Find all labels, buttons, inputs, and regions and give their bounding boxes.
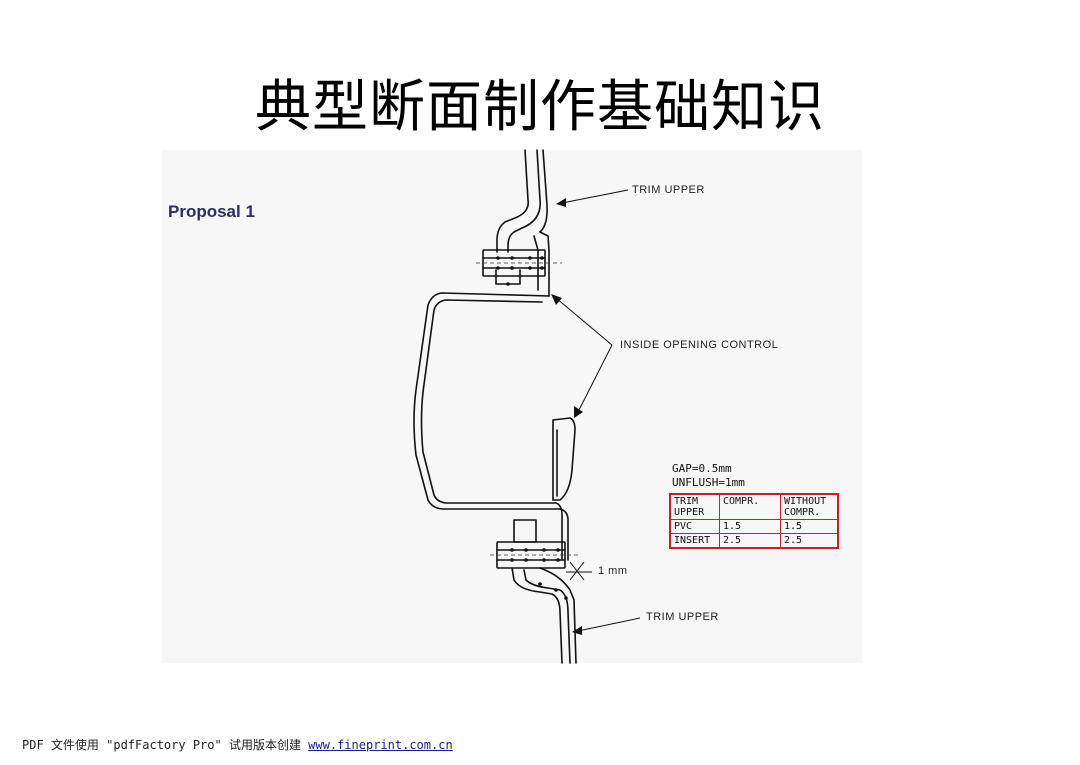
panel-inner [420,299,557,504]
page-title: 典型断面制作基础知识 [255,75,825,140]
footer-text: PDF 文件使用 "pdfFactory Pro" 试用版本创建 [22,738,309,752]
lower-flange-inner [555,502,563,561]
proposal-label: Proposal 1 [168,202,255,221]
header-compr: COMPR. [719,493,781,520]
table-row: INSERT 2.5 2.5 [669,533,839,549]
table-cell: 2.5 [719,533,781,549]
arrow-trim-upper-top [556,198,566,207]
table-cell: PVC [669,519,720,534]
leader-opening-2 [577,344,613,413]
table-row: PVC 1.5 1.5 [669,519,839,534]
table-cell: INSERT [669,533,720,549]
label-trim-upper-top: TRIM UPPER [632,184,705,196]
header-without-compr: WITHOUT COMPR. [780,493,839,520]
header-trim-upper: TRIM UPPER [669,493,720,520]
figure-area [162,150,862,663]
top-trim-wall [539,149,548,233]
table-cell: 1.5 [780,519,839,534]
bottom-bolt-top [513,519,537,543]
top-trim-outer [496,149,530,253]
top-stud [495,269,521,285]
top-trim-inner [507,149,541,253]
footer: PDF 文件使用 "pdfFactory Pro" 试用版本创建 www.fin… [22,736,453,753]
arrow-trim-upper-bottom [572,626,582,635]
bottom-trim-inner [523,569,571,664]
leader-trim-upper-bottom [577,617,641,632]
table-header-row: TRIM UPPER COMPR. WITHOUT COMPR. [669,493,839,520]
label-inside-opening-control: INSIDE OPENING CONTROL [620,339,779,351]
leader-trim-upper-top [561,189,629,204]
label-1mm: 1 mm [598,565,628,577]
arrow-opening-1 [551,294,562,305]
spec-gap: GAP=0.5mm [672,462,732,475]
top-clip [539,231,550,297]
arrow-opening-2 [574,406,583,418]
bottom-trim-outer [511,567,563,664]
leader-opening-1 [555,297,613,346]
table-cell: 1.5 [719,519,781,534]
spec-unflush: UNFLUSH=1mm [672,476,745,489]
inner-opening-block [552,417,576,501]
bottom-trim-wall [539,567,577,664]
panel-outer [413,292,561,510]
footer-link[interactable]: www.fineprint.com.cn [308,738,453,752]
label-trim-upper-bottom: TRIM UPPER [646,611,719,623]
table-cell: 2.5 [780,533,839,549]
compression-table: TRIM UPPER COMPR. WITHOUT COMPR. PVC 1.5… [669,493,839,549]
